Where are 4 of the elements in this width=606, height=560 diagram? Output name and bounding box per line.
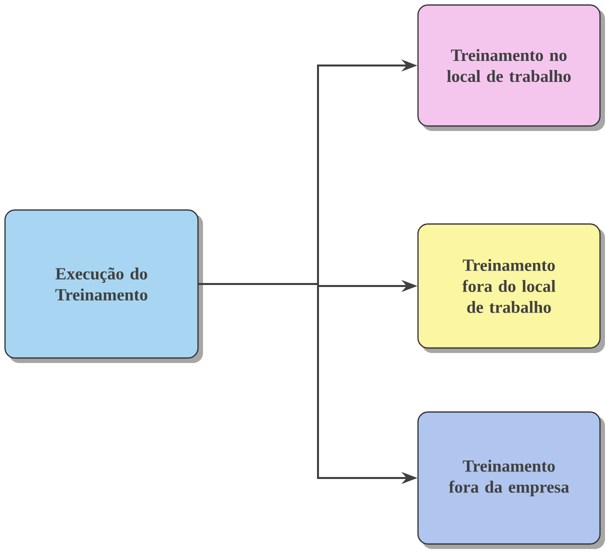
process-box: Execução do Treinamento	[4, 209, 203, 363]
process-box: Treinamento no local de trabalho	[417, 4, 605, 131]
process-box: Treinamento fora do local de trabalho	[417, 223, 605, 353]
process-box: Treinamento fora da empresa	[417, 411, 605, 549]
